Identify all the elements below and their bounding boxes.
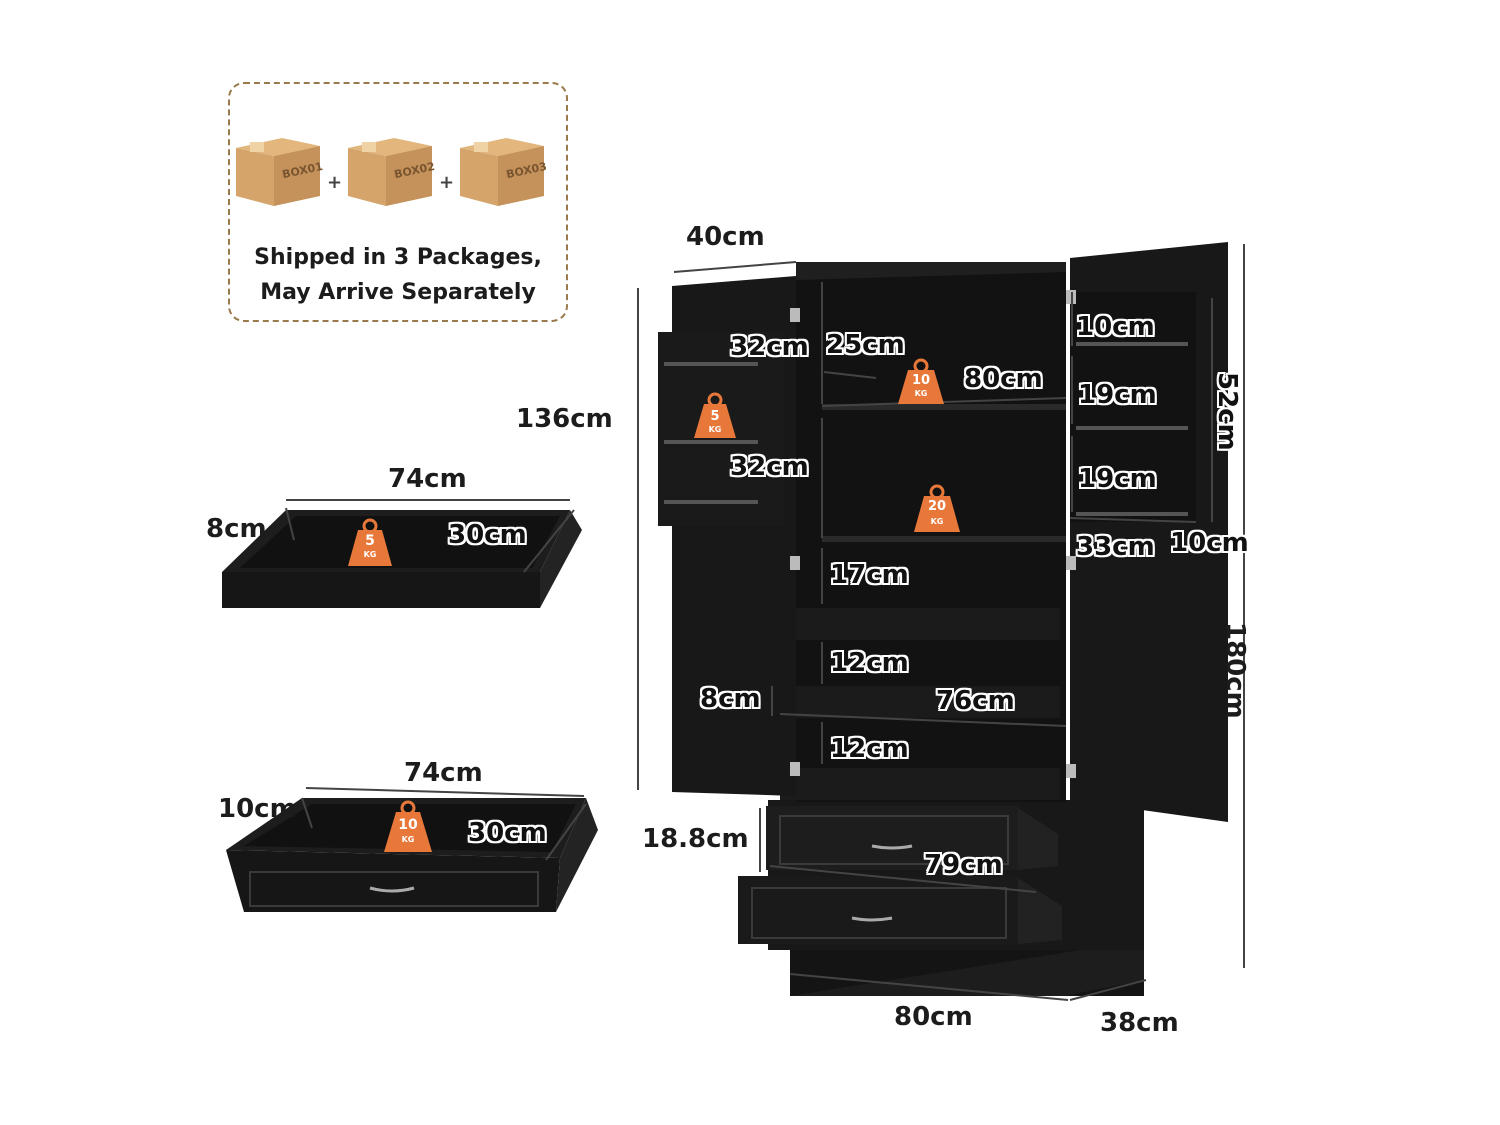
large-drawer-depth: 30cm	[468, 818, 547, 848]
small-drawer-height: 8cm	[206, 514, 267, 544]
right-rack-width-label: 33cm	[1076, 532, 1155, 562]
top-shelf-weight-unit: KG	[914, 389, 928, 398]
dimension-lines	[285, 244, 1245, 1001]
small-drawer-weight-unit: KG	[363, 550, 377, 559]
box-icon-3	[460, 138, 544, 206]
large-drawer-weight-unit: KG	[401, 835, 415, 844]
door-width-label: 40cm	[686, 222, 765, 252]
base-depth-label: 38cm	[1100, 1008, 1179, 1038]
middle-shelf-weight-value: 20	[927, 499, 947, 514]
inner-drawer-width-label: 76cm	[936, 686, 1015, 716]
right-rack-gap-1-label: 10cm	[1076, 312, 1155, 342]
inner-drawer-height-label: 8cm	[700, 684, 761, 714]
box-icon-2	[348, 138, 432, 206]
packages-panel	[228, 82, 568, 322]
shelf-width-label: 80cm	[964, 364, 1043, 394]
door-rack-weight-value: 5	[710, 409, 720, 424]
small-drawer-illustration	[222, 510, 582, 608]
top-shelf-weight-value: 10	[911, 373, 931, 388]
large-drawer-weight-value: 10	[398, 817, 418, 833]
right-rack-depth-label: 10cm	[1170, 528, 1249, 558]
gap-17-label: 17cm	[830, 560, 909, 590]
cabinet-illustration	[658, 242, 1228, 996]
door-rack-weight-unit: KG	[708, 425, 722, 434]
door-rack-height-label: 52cm	[1212, 372, 1242, 451]
large-drawer-width: 74cm	[404, 758, 483, 788]
base-width-label: 80cm	[894, 1002, 973, 1032]
right-rack-gap-3-label: 19cm	[1078, 464, 1157, 494]
gap-12a-label: 12cm	[830, 648, 909, 678]
large-drawer-height: 10cm	[218, 794, 297, 824]
plus-icon-1: +	[327, 172, 343, 193]
weight-badge-door-rack	[694, 392, 736, 438]
total-height-label: 180cm	[1220, 622, 1250, 719]
weight-badge-small-drawer	[348, 518, 392, 566]
top-shelf-height-label: 25cm	[826, 330, 905, 360]
gap-12b-label: 12cm	[830, 734, 909, 764]
shipping-line-1: Shipped in 3 Packages,	[254, 245, 542, 270]
box-icon-1	[236, 138, 320, 206]
small-drawer-width: 74cm	[388, 464, 467, 494]
big-drawer-height-label: 18.8cm	[642, 824, 749, 854]
small-drawer-depth: 30cm	[448, 520, 527, 550]
shipping-line-2: May Arrive Separately	[260, 280, 536, 305]
middle-shelf-weight-unit: KG	[930, 517, 944, 526]
big-drawer-width-label: 79cm	[924, 850, 1003, 880]
weight-badge-large-drawer	[384, 800, 432, 852]
weight-badge-top-shelf	[898, 358, 944, 404]
left-rack-top-label: 32cm	[730, 332, 809, 362]
right-rack-gap-2-label: 19cm	[1078, 380, 1157, 410]
small-drawer-weight-value: 5	[365, 533, 375, 549]
left-rack-bottom-label: 32cm	[730, 452, 809, 482]
weight-badge-middle-shelf	[914, 484, 960, 532]
plus-icon-2: +	[439, 172, 455, 193]
left-door-height-label: 136cm	[516, 404, 613, 434]
